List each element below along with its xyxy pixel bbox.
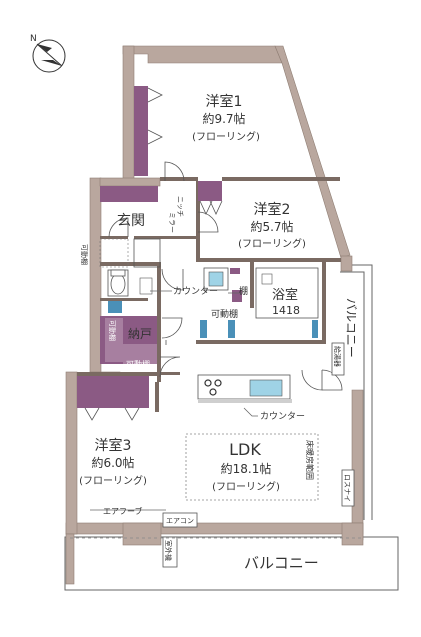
- label-storage-movable-shelf-2: 可動棚: [126, 359, 150, 369]
- compass: N: [30, 34, 66, 73]
- kitchen: [197, 374, 292, 403]
- label-balcony-bottom: バルコニー: [244, 554, 319, 572]
- room-entrance-name: 玄関: [117, 212, 145, 229]
- room-bath-size: 1418: [272, 304, 300, 317]
- lossnay-unit: [341, 469, 355, 507]
- room-western2-size: 約5.7帖: [250, 219, 293, 234]
- label-shelf: 棚: [239, 285, 248, 297]
- room-ldk-floor: (フローリング): [212, 480, 280, 493]
- entrance-step: [133, 238, 161, 268]
- room-ldk-name: LDK: [229, 440, 261, 459]
- door-swings: [108, 161, 343, 391]
- label-aircon: エアコン: [166, 517, 194, 525]
- washroom: [200, 267, 242, 338]
- balcony-outlines: [64, 264, 399, 591]
- outdoor-unit: [162, 536, 178, 568]
- room-western1-floor: (フローリング): [192, 130, 260, 143]
- room-bath-name: 浴室: [272, 287, 298, 303]
- room-ldk-size: 約18.1帖: [221, 461, 272, 476]
- water-heater: [331, 342, 345, 376]
- room-western2-floor: (フローリング): [238, 237, 306, 250]
- room-storage-name: 納戸: [128, 327, 152, 341]
- room-western1-size: 約9.7帖: [202, 111, 245, 126]
- room-western3-floor: (フローリング): [79, 474, 147, 487]
- room-western2-name: 洋室2: [254, 201, 291, 218]
- label-loft-storage: ロスナイ: [343, 474, 351, 502]
- compass-north-label: N: [30, 34, 37, 44]
- label-counter-kitchen: カウンター: [260, 411, 305, 422]
- label-outdoor-unit: 室外機: [164, 540, 173, 561]
- room-western3-name: 洋室3: [95, 437, 132, 454]
- label-air-hood: エアフーブ: [103, 506, 143, 516]
- label-niche: ニッチ: [176, 196, 184, 217]
- bathroom: [255, 267, 319, 338]
- room-western3-size: 約6.0帖: [91, 455, 134, 470]
- label-floor-heating: 床暖房範囲: [305, 440, 315, 480]
- label-movable-shelf-center: 可動棚: [211, 308, 238, 320]
- toilet: [107, 269, 153, 313]
- label-water-heater: 給湯器: [333, 346, 342, 367]
- label-storage-movable-shelf-1: 可動棚: [108, 320, 117, 341]
- closet-light-panels: [105, 318, 157, 364]
- interior-walls: [77, 177, 341, 412]
- leader-lines: [70, 290, 362, 539]
- shoe-closet: [99, 238, 129, 268]
- label-counter-top: カウンター: [173, 286, 218, 297]
- floor-heating-area: [185, 433, 319, 501]
- room-western1-name: 洋室1: [206, 93, 243, 110]
- label-movable-shelf-left: 可動棚: [80, 244, 89, 265]
- outer-walls: [65, 45, 364, 585]
- label-mirror: ミラー: [168, 212, 176, 233]
- aircon-unit: [162, 512, 198, 528]
- label-balcony-side: バルコニー: [344, 298, 358, 358]
- closet-doors: [84, 87, 223, 421]
